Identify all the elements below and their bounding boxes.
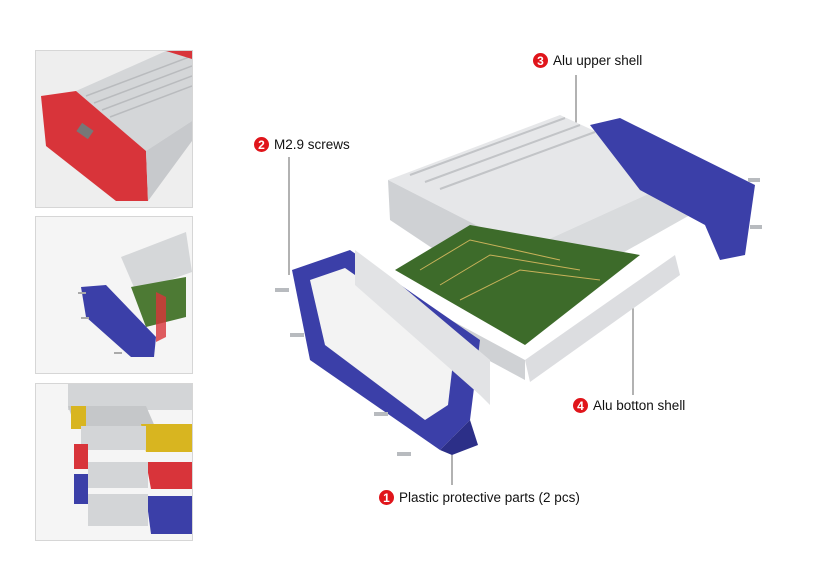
thumbnail-exploded-view[interactable] xyxy=(35,216,193,374)
callout-alu-upper-shell: 3 Alu upper shell xyxy=(533,53,642,68)
thumbnail-color-variants[interactable] xyxy=(35,383,193,541)
callout-alu-bottom-shell: 4 Alu botton shell xyxy=(573,398,685,413)
label-alu-upper-shell: Alu upper shell xyxy=(553,53,643,68)
color-variants-image xyxy=(36,384,192,540)
exploded-view-image xyxy=(36,217,192,373)
badge-1: 1 xyxy=(379,490,394,505)
screws-image xyxy=(275,178,762,456)
callout-plastic-parts: 1 Plastic protective parts (2 pcs) xyxy=(379,490,580,505)
label-plastic-parts: Plastic protective parts (2 pcs) xyxy=(399,490,580,505)
plastic-protective-part-image xyxy=(292,118,755,455)
label-alu-bottom-shell: Alu botton shell xyxy=(593,398,686,413)
callout-screws: 2 M2.9 screws xyxy=(254,137,350,152)
thumbnail-red-enclosure[interactable] xyxy=(35,50,193,208)
pcb-image xyxy=(395,225,640,345)
badge-2: 2 xyxy=(254,137,269,152)
badge-3: 3 xyxy=(533,53,548,68)
badge-4: 4 xyxy=(573,398,588,413)
red-enclosure-image xyxy=(36,51,192,207)
label-screws: M2.9 screws xyxy=(274,137,350,152)
